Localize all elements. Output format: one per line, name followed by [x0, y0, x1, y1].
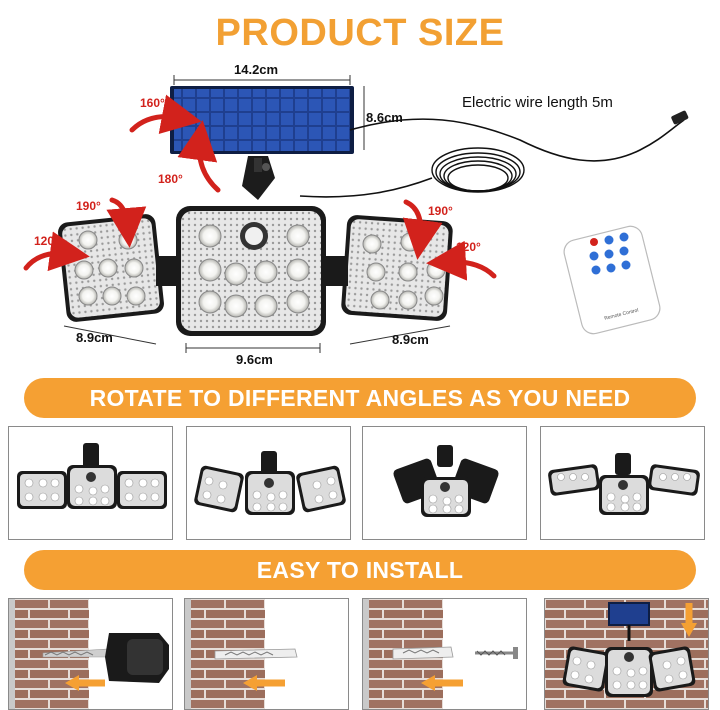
- angle-left-top: 190°: [76, 199, 101, 213]
- wire-length-label: Electric wire length 5m: [462, 94, 613, 111]
- angle-left-side: 120°: [34, 234, 59, 248]
- center-leds: [198, 224, 310, 318]
- angle-variant-1: [8, 426, 173, 540]
- install-step-drill: [8, 598, 173, 710]
- angle-variant-2: [186, 426, 351, 540]
- install-banner: EASY TO INSTALL: [24, 550, 696, 590]
- angle-right-side: 120°: [456, 240, 481, 254]
- dim-panel-width: 14.2cm: [234, 62, 279, 77]
- rotation-arrows: [23, 94, 497, 281]
- angle-panel-top: 160°: [140, 96, 165, 110]
- angle-variant-4: [540, 426, 705, 540]
- product-illustration: Remote Control: [23, 75, 689, 353]
- angle-variant-3: [362, 426, 527, 540]
- remote-control: Remote Control: [563, 225, 661, 335]
- page-title: PRODUCT SIZE: [215, 12, 505, 54]
- install-step-screw: [362, 598, 527, 710]
- dim-panel-height: 8.6cm: [366, 110, 403, 125]
- install-step-mount: [544, 598, 709, 710]
- angle-panel-bottom: 180°: [158, 172, 183, 186]
- dim-left-width: 8.9cm: [76, 330, 113, 345]
- rotate-banner: ROTATE TO DIFFERENT ANGLES AS YOU NEED: [24, 378, 696, 418]
- dim-center-width: 9.6cm: [236, 352, 273, 367]
- angle-right-top: 190°: [428, 204, 453, 218]
- install-step-anchor: [184, 598, 349, 710]
- dim-right-width: 8.9cm: [392, 332, 429, 347]
